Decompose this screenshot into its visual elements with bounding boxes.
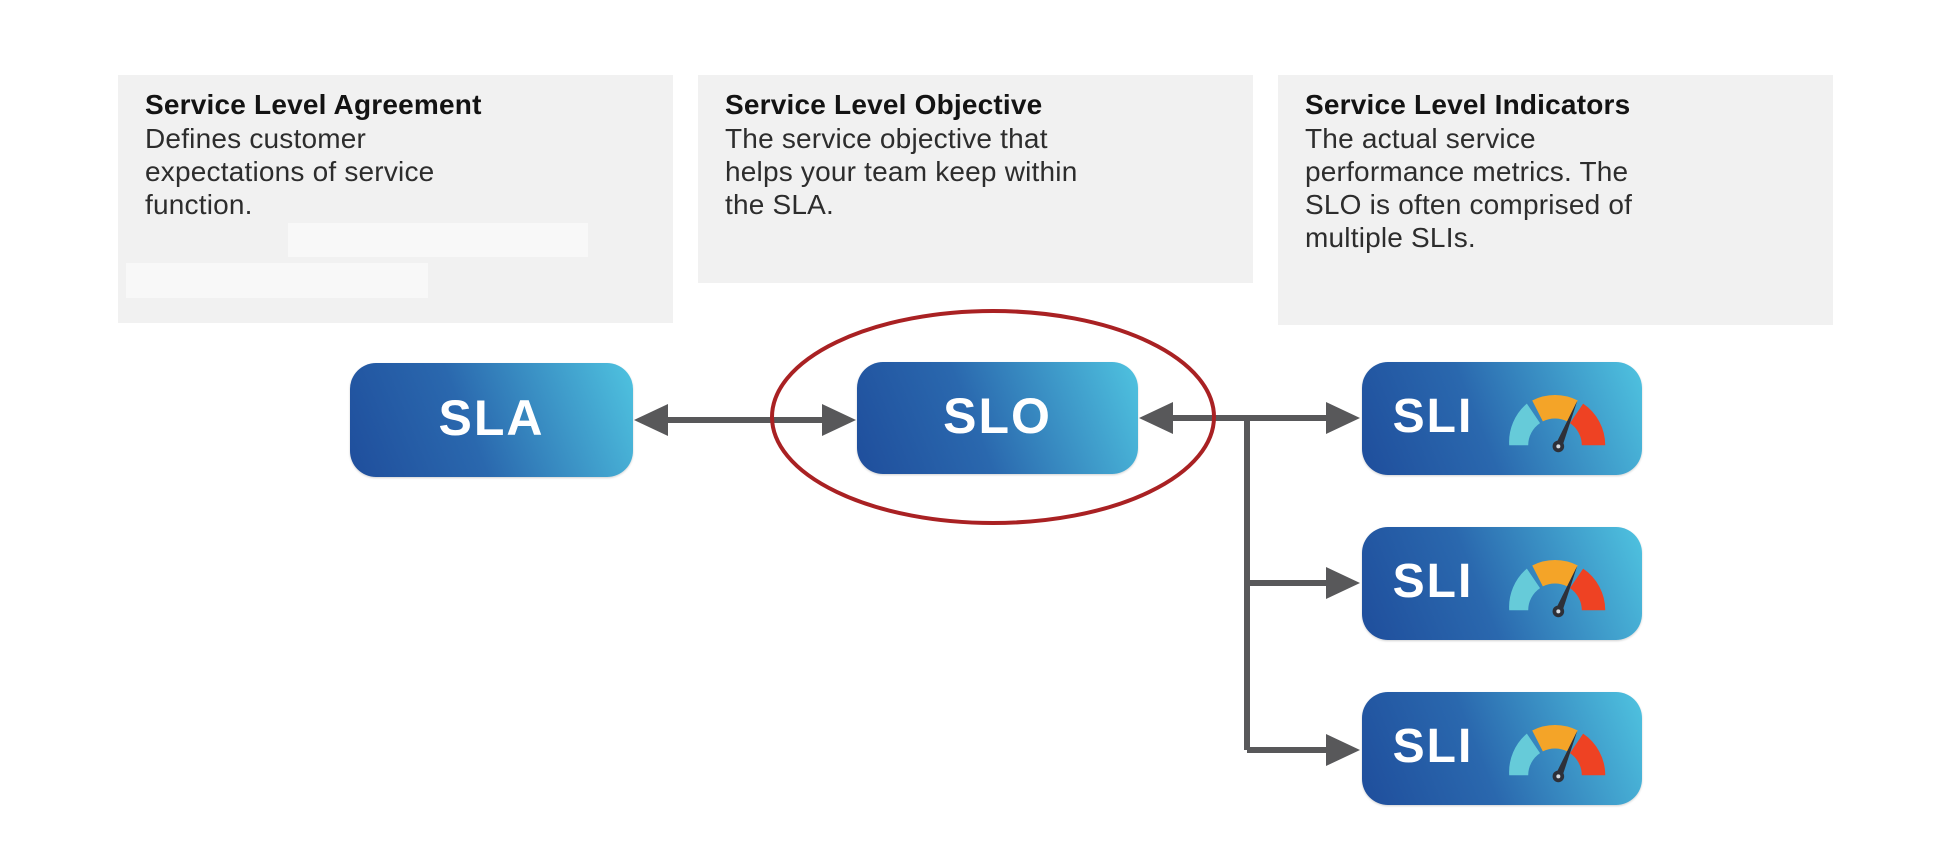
node-sla: SLA [350, 363, 633, 477]
card-sli-line: multiple SLIs. [1305, 222, 1476, 253]
card-slo-line: the SLA. [725, 189, 835, 220]
card-sli-line: The actual service [1305, 123, 1536, 154]
arrowhead-right-sli2 [1326, 567, 1360, 599]
node-slo-label: SLO [943, 388, 1052, 444]
node-sli-1: SLI [1362, 362, 1642, 475]
node-sli-label: SLI [1392, 719, 1474, 773]
node-sli-label: SLI [1392, 389, 1474, 443]
node-slo: SLO [857, 362, 1138, 474]
card-sla-line: function. [145, 189, 253, 220]
card-sli-title: Service Level Indicators [1305, 89, 1631, 120]
gauge-icon [1509, 395, 1606, 453]
gauge-icon [1509, 725, 1606, 783]
card-sli-line: SLO is often comprised of [1305, 189, 1633, 220]
card-sli-line: performance metrics. The [1305, 156, 1629, 187]
redacted-area [288, 223, 588, 257]
arrowhead-right-slo [822, 404, 856, 436]
arrowhead-right-sli3 [1326, 734, 1360, 766]
arrowhead-left-slo [1139, 402, 1173, 434]
card-slo-title: Service Level Objective [725, 89, 1043, 120]
card-sli-definition: Service Level Indicators The actual serv… [1278, 75, 1833, 325]
card-slo-line: The service objective that [725, 123, 1048, 154]
arrowhead-left-sla [634, 404, 668, 436]
card-sla-title: Service Level Agreement [145, 89, 482, 120]
node-sli-label: SLI [1392, 554, 1474, 608]
redacted-area [126, 263, 428, 298]
node-sli-3: SLI [1362, 692, 1642, 805]
arrowhead-right-sli1 [1326, 402, 1360, 434]
node-sli-2: SLI [1362, 527, 1642, 640]
card-sla-line: expectations of service [145, 156, 435, 187]
card-sla-definition: Service Level Agreement Defines customer… [118, 75, 673, 323]
gauge-icon [1509, 560, 1606, 618]
node-sla-label: SLA [438, 390, 545, 446]
card-sla-line: Defines customer [145, 123, 367, 154]
card-slo-definition: Service Level Objective The service obje… [698, 75, 1253, 283]
card-slo-line: helps your team keep within [725, 156, 1078, 187]
